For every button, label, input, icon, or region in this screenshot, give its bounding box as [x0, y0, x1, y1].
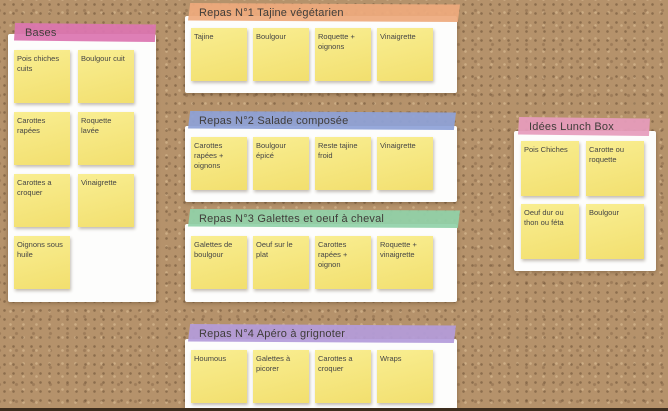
sticky-note[interactable]: Vinaigrette [78, 174, 134, 227]
board-title: Repas N°4 Apéro à grignoter [199, 327, 346, 340]
board-repas-4[interactable]: Houmous Galettes à picorer Carottes a cr… [185, 339, 457, 411]
sticky-note[interactable]: Roquette + oignons [315, 28, 371, 81]
sticky-note[interactable]: Oignons sous huile [14, 236, 70, 289]
sticky-note[interactable]: Carottes rapées + oignon [315, 236, 371, 289]
sticky-note[interactable]: Vinaigrette [377, 137, 433, 190]
board-title-tape-repas-2[interactable]: Repas N°2 Salade composée [188, 111, 456, 130]
board-title-tape-lunch-box[interactable]: Idées Lunch Box [518, 117, 650, 136]
sticky-note[interactable]: Boulgour [586, 204, 644, 259]
sticky-note[interactable]: Oeuf sur le plat [253, 236, 309, 289]
sticky-note[interactable]: Boulgour [253, 28, 309, 81]
board-bottom-edge [0, 408, 668, 411]
board-repas-2[interactable]: Carottes rapées + oignons Boulgour épicé… [185, 126, 457, 202]
sticky-note[interactable]: Carottes rapées [14, 112, 70, 165]
board-title: Bases [25, 26, 57, 39]
board-bases[interactable]: Pois chiches cuits Boulgour cuit Carotte… [8, 34, 156, 302]
sticky-note[interactable]: Carottes a croquer [315, 350, 371, 403]
sticky-note[interactable]: Pois Chiches [521, 141, 579, 196]
board-title-tape-repas-1[interactable]: Repas N°1 Tajine végétarien [188, 3, 460, 22]
sticky-note[interactable]: Tajine [191, 28, 247, 81]
sticky-note[interactable]: Boulgour épicé [253, 137, 309, 190]
board-title: Repas N°2 Salade composée [199, 114, 349, 127]
sticky-note[interactable]: Vinaigrette [377, 28, 433, 81]
board-repas-1[interactable]: Tajine Boulgour Roquette + oignons Vinai… [185, 16, 457, 93]
board-title: Repas N°1 Tajine végétarien [199, 6, 344, 19]
board-lunch-box[interactable]: Pois Chiches Carotte ou roquette Oeuf du… [514, 131, 656, 271]
board-title: Repas N°3 Galettes et oeuf à cheval [199, 212, 385, 225]
sticky-note[interactable]: Reste tajine froid [315, 137, 371, 190]
sticky-note[interactable]: Roquette lavée [78, 112, 134, 165]
sticky-note[interactable]: Oeuf dur ou thon ou féta [521, 204, 579, 259]
sticky-note[interactable]: Wraps [377, 350, 433, 403]
sticky-note[interactable]: Galettes de boulgour [191, 236, 247, 289]
sticky-note[interactable]: Pois chiches cuits [14, 50, 70, 103]
sticky-note[interactable]: Houmous [191, 350, 247, 403]
board-title-tape-repas-4[interactable]: Repas N°4 Apéro à grignoter [188, 324, 456, 343]
sticky-note[interactable]: Carottes a croquer [14, 174, 70, 227]
board-title-tape-repas-3[interactable]: Repas N°3 Galettes et oeuf à cheval [188, 209, 460, 228]
sticky-note[interactable]: Carottes rapées + oignons [191, 137, 247, 190]
sticky-note[interactable]: Carotte ou roquette [586, 141, 644, 196]
board-title: Idées Lunch Box [529, 120, 614, 133]
sticky-note[interactable]: Roquette + vinaigrette [377, 236, 433, 289]
board-title-tape-bases[interactable]: Bases [14, 23, 156, 42]
board-repas-3[interactable]: Galettes de boulgour Oeuf sur le plat Ca… [185, 224, 457, 302]
sticky-note[interactable]: Boulgour cuit [78, 50, 134, 103]
sticky-note[interactable]: Galettes à picorer [253, 350, 309, 403]
